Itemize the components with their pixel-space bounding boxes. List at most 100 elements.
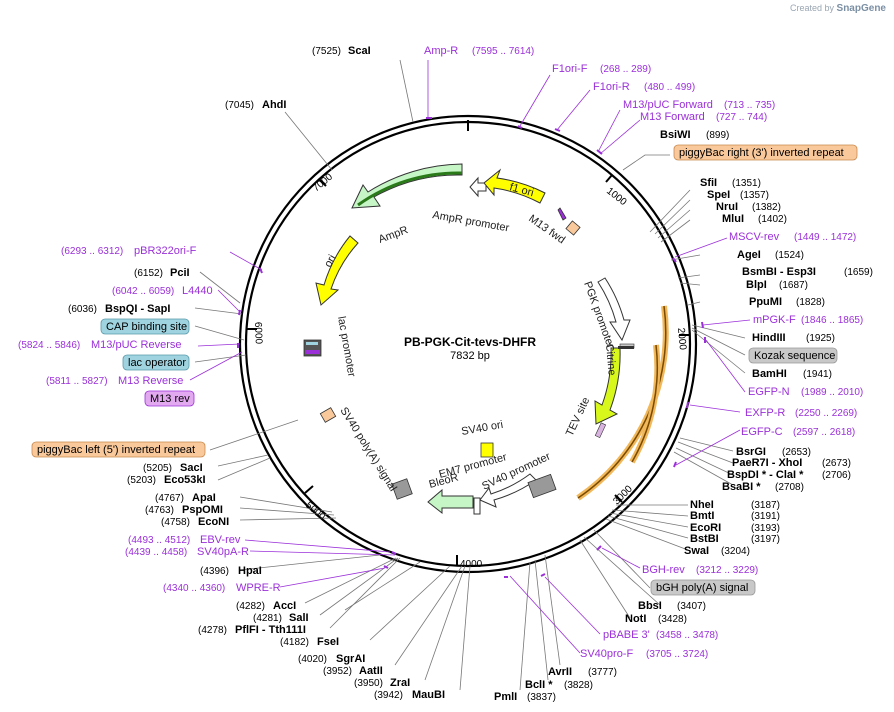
primer-egfp-c[interactable]: EGFP-C [741, 426, 783, 438]
ori-feature[interactable] [315, 235, 359, 306]
primer-egfp-n[interactable]: EGFP-N [748, 386, 790, 398]
site-bstbi[interactable]: BstBI [690, 533, 719, 545]
sv40-promoter-feature[interactable] [479, 473, 537, 508]
piggybac-right-box [565, 220, 581, 236]
ampr-promoter-feature[interactable] [469, 176, 487, 198]
site-bspqi-pos: (6036) [68, 304, 97, 315]
site-bsmbi[interactable]: BsmBI - Esp3I [742, 266, 816, 278]
site-pmli-pos: (3837) [527, 692, 556, 703]
site-aatii[interactable]: AatII [359, 665, 383, 677]
sv40-polya-feature[interactable] [391, 478, 413, 500]
citrine-stripe [618, 346, 634, 349]
site-sali[interactable]: SalI [289, 612, 309, 624]
m13-fwd-feature[interactable] [557, 207, 567, 221]
ampr-feature[interactable] [351, 163, 463, 209]
pgk-promoter-feature[interactable] [597, 277, 631, 342]
ampr-highlight [357, 171, 463, 207]
site-spei[interactable]: SpeI [707, 189, 730, 201]
em7-promoter-feature[interactable] [473, 497, 481, 515]
site-bsabi[interactable]: BsaBI * [722, 481, 761, 493]
site-apai[interactable]: ApaI [192, 492, 216, 504]
f1-ori-feature[interactable] [483, 168, 546, 204]
site-bspdi[interactable]: BspDI * - ClaI * [727, 469, 804, 481]
label-cap-binding: CAP binding site [106, 321, 187, 333]
site-blpi[interactable]: BlpI [746, 279, 767, 291]
site-paer7i[interactable]: PaeR7I - XhoI [732, 457, 802, 469]
site-avrii-pos: (3777) [588, 667, 617, 678]
primer-f1ori-f[interactable]: F1ori-F [552, 63, 588, 75]
primer-m13-rev[interactable]: M13 Reverse [118, 375, 183, 387]
citrine-feature[interactable] [594, 347, 621, 425]
site-mlui[interactable]: MluI [722, 213, 744, 225]
primer-wpre-r[interactable]: WPRE-R [236, 582, 281, 594]
primer-mpgk-f[interactable]: mPGK-F [753, 314, 796, 326]
primer-ebv-rev[interactable]: EBV-rev [200, 534, 241, 546]
site-bspqi[interactable]: BspQI - SapI [105, 303, 170, 315]
site-apai-pos: (4767) [155, 493, 184, 504]
site-ppumi[interactable]: PpuMI [749, 296, 782, 308]
primer-bgh-rev[interactable]: BGH-rev [642, 564, 685, 576]
site-maubi[interactable]: MauBI [412, 689, 445, 701]
site-swai[interactable]: SwaI [684, 545, 709, 557]
primer-egfp-n-pos: (1989 .. 2010) [801, 387, 863, 398]
site-sgrai[interactable]: SgrAI [336, 653, 365, 665]
primer-wpre-r-pos: (4340 .. 4360) [163, 583, 225, 594]
primer-m13-puc-fwd[interactable]: M13/pUC Forward [623, 99, 713, 111]
sv40-ori-feature[interactable] [480, 442, 494, 458]
site-nrui[interactable]: NruI [716, 201, 738, 213]
site-pspomi[interactable]: PspOMI [182, 504, 223, 516]
site-bamhi[interactable]: BamHI [752, 368, 787, 380]
site-hindiii-pos: (1925) [806, 333, 835, 344]
primer-mscv-rev[interactable]: MSCV-rev [729, 231, 780, 243]
site-maubi-pos: (3942) [374, 690, 403, 701]
site-sfii[interactable]: SfiI [700, 177, 717, 189]
site-bsiwi[interactable]: BsiWI [660, 129, 691, 141]
primer-amp-r[interactable]: Amp-R [424, 45, 458, 57]
site-acci[interactable]: AccI [273, 600, 296, 612]
site-pflfi[interactable]: PflFI - Tth111I [235, 624, 306, 636]
site-zrai[interactable]: ZraI [390, 677, 410, 689]
site-bcli[interactable]: BclI * [525, 679, 553, 691]
site-pmli[interactable]: PmlI [494, 691, 517, 703]
primer-sv40pro-f[interactable]: SV40pro-F [580, 648, 633, 660]
site-hindiii[interactable]: HindIII [752, 332, 786, 344]
primer-m13-puc-fwd-pos: (713 .. 735) [724, 100, 775, 111]
site-hpai[interactable]: HpaI [238, 565, 262, 577]
site-eco53ki[interactable]: Eco53kI [164, 474, 206, 486]
site-bmti[interactable]: BmtI [690, 510, 714, 522]
primer-exfp-r[interactable]: EXFP-R [745, 407, 785, 419]
primer-sv40pa-r[interactable]: SV40pA-R [197, 546, 249, 558]
site-noti[interactable]: NotI [625, 613, 646, 625]
boxed-labels: piggyBac right (3') inverted repeat Koza… [31, 144, 858, 596]
site-zrai-pos: (3950) [354, 678, 383, 689]
site-fsei[interactable]: FseI [317, 636, 339, 648]
site-ppumi-pos: (1828) [796, 297, 825, 308]
primer-f1ori-r[interactable]: F1ori-R [593, 81, 630, 93]
site-paer7i-pos: (2673) [822, 458, 851, 469]
site-ecori[interactable]: EcoRI [690, 522, 721, 534]
site-pcii[interactable]: PciI [170, 267, 190, 279]
site-scai[interactable]: ScaI [348, 45, 371, 57]
site-avrii[interactable]: AvrII [548, 666, 572, 678]
site-nhei-pos: (3187) [751, 500, 780, 511]
site-agei[interactable]: AgeI [737, 249, 761, 261]
site-nhei[interactable]: NheI [690, 499, 714, 511]
site-bbsi[interactable]: BbsI [638, 600, 662, 612]
label-ampr-promoter: AmpR promoter [431, 209, 510, 234]
primer-mscv-rev-pos: (1449 .. 1472) [794, 232, 856, 243]
primer-pbr322ori-f[interactable]: pBR322ori-F [134, 245, 197, 257]
primer-f1ori-r-pos: (480 .. 499) [644, 82, 695, 93]
piggybac-span-inner-line [631, 344, 659, 463]
label-f1-ori: f1 ori [508, 181, 535, 199]
site-econi[interactable]: EcoNI [198, 516, 229, 528]
primer-ebv-rev-pos: (4493 .. 4512) [128, 535, 190, 546]
site-ahdi[interactable]: AhdI [262, 99, 286, 111]
primer-m13-puc-rev[interactable]: M13/pUC Reverse [91, 339, 181, 351]
site-saci[interactable]: SacI [180, 462, 203, 474]
primer-l4440[interactable]: L4440 [182, 285, 213, 297]
primer-pbabe3[interactable]: pBABE 3' [603, 629, 650, 641]
site-bsrgi[interactable]: BsrGI [736, 446, 766, 458]
primer-m13-fwd[interactable]: M13 Forward [640, 111, 705, 123]
label-m13-fwd: M13 fwd [526, 213, 567, 247]
bleor-feature[interactable] [427, 488, 474, 515]
